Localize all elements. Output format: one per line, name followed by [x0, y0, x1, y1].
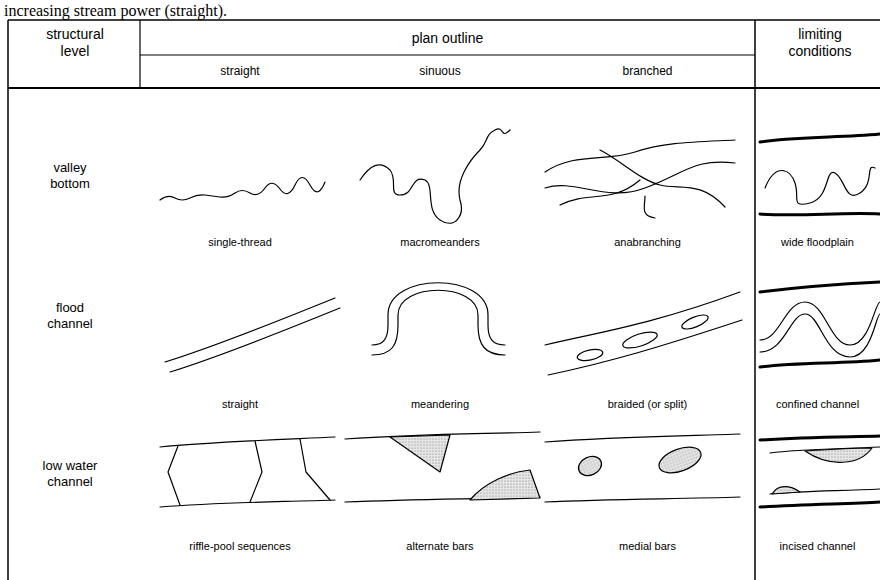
subcolumn-header: branched [540, 64, 755, 78]
sketch-caption: wide floodplain [755, 236, 880, 249]
alternate-bars-sketch [345, 432, 540, 502]
macromeanders-sketch [360, 129, 510, 223]
sketch-caption: braided (or split) [540, 398, 755, 411]
anabranching-sketch [545, 140, 735, 218]
meandering-channel-sketch [372, 283, 505, 355]
sketch-caption: meandering [340, 398, 540, 411]
braided-channel-sketch [545, 292, 742, 375]
table-rules [8, 20, 880, 580]
confined-channel-sketch [760, 282, 880, 367]
wide-floodplain-sketch [760, 134, 880, 215]
sketch-caption: single-thread [140, 236, 340, 249]
column-header: plan outline [140, 30, 755, 47]
subcolumn-header: straight [140, 64, 340, 78]
row-header: valley bottom [34, 160, 106, 191]
medial-bars-sketch [545, 434, 740, 502]
sketch-caption: incised channel [755, 540, 880, 553]
stray-heading: increasing stream power (straight). [4, 1, 524, 20]
single-thread-sketch [160, 178, 325, 201]
sketch-caption: macromeanders [340, 236, 540, 249]
sketch-caption: riffle-pool sequences [140, 540, 340, 553]
incised-channel-sketch [760, 436, 880, 507]
column-header: structural level [30, 26, 120, 60]
sketch-caption: straight [140, 398, 340, 411]
subcolumn-header: sinuous [340, 64, 540, 78]
riffle-pool-sketch [160, 437, 335, 507]
column-header: limiting conditions [770, 26, 870, 60]
sketch-caption: confined channel [755, 398, 880, 411]
sketch-caption: anabranching [540, 236, 755, 249]
sketch-caption: medial bars [540, 540, 755, 553]
row-header: low water channel [30, 458, 110, 489]
row-header: flood channel [34, 300, 106, 331]
straight-channel-sketch [165, 298, 340, 372]
sketch-caption: alternate bars [340, 540, 540, 553]
